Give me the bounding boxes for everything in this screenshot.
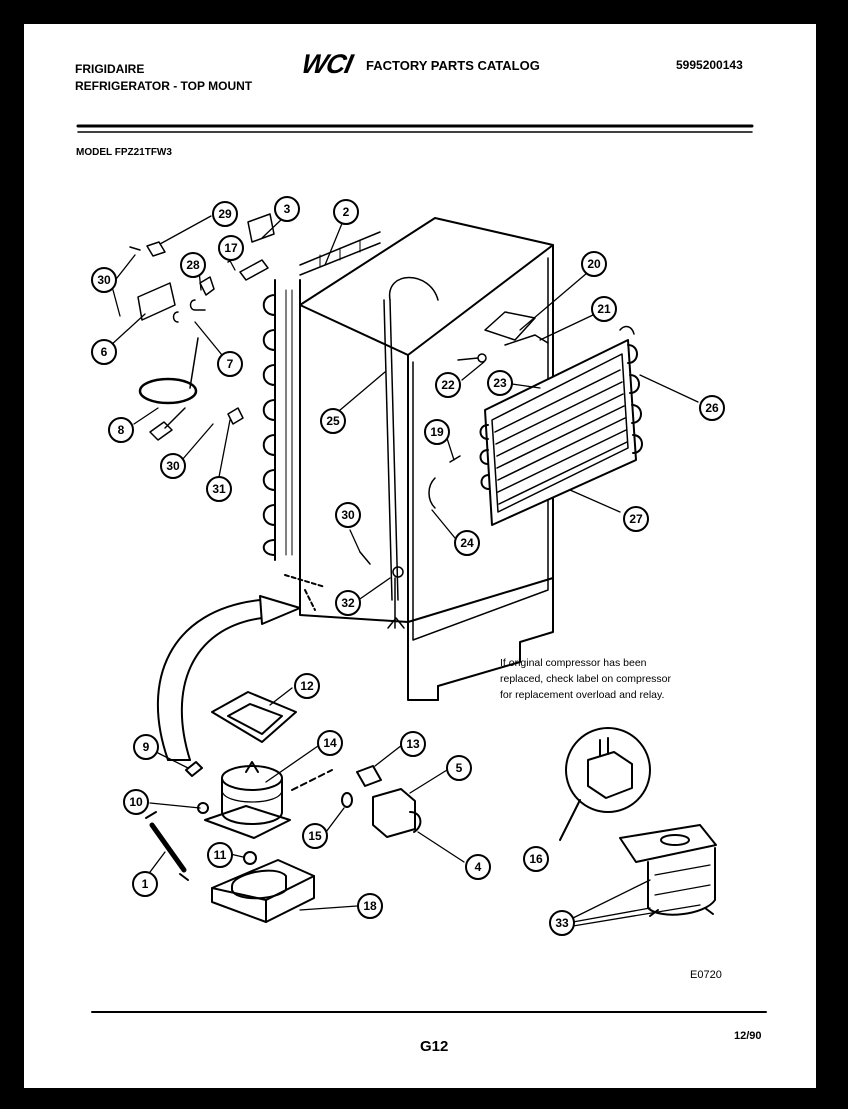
callout-24: 24 [454,530,480,556]
compressor-assembly [145,691,422,923]
callout-number: 33 [555,916,569,930]
figure-code: E0720 [690,969,722,981]
callout-number: 7 [227,357,234,371]
callout-30: 30 [91,267,117,293]
callout-2: 2 [333,199,359,225]
callout-16: 16 [523,846,549,872]
callout-number: 3 [284,202,291,216]
callout-number: 21 [597,302,611,316]
callout-28: 28 [180,252,206,278]
callout-19: 19 [424,419,450,445]
callout-10: 10 [123,789,149,815]
brand-label: FRIGIDAIRE [75,62,145,76]
callout-number: 19 [430,425,444,439]
callout-26: 26 [699,395,725,421]
callout-number: 32 [341,596,355,610]
callout-22: 22 [435,372,461,398]
callout-number: 10 [129,795,143,809]
callout-number: 9 [143,740,150,754]
leader-lines [109,215,701,927]
callout-33: 33 [549,910,575,936]
callout-number: 25 [326,414,340,428]
model-label: MODEL FPZ21TFW3 [76,147,172,158]
callout-30: 30 [335,502,361,528]
callout-29: 29 [212,201,238,227]
small-hardware [129,213,487,629]
callout-32: 32 [335,590,361,616]
callout-17: 17 [218,235,244,261]
callout-number: 17 [224,241,238,255]
callout-14: 14 [317,730,343,756]
callout-number: 30 [341,508,355,522]
callout-number: 16 [529,852,543,866]
callout-18: 18 [357,893,383,919]
callout-8: 8 [108,417,134,443]
callout-31: 31 [206,476,232,502]
callout-number: 31 [212,482,226,496]
callout-number: 23 [493,376,507,390]
callout-21: 21 [591,296,617,322]
callout-number: 14 [323,736,337,750]
refrigerator-cabinet [299,217,554,701]
callout-25: 25 [320,408,346,434]
callout-3: 3 [274,196,300,222]
callout-number: 15 [308,829,322,843]
callout-7: 7 [217,351,243,377]
callout-number: 4 [475,860,482,874]
catalog-number: 5995200143 [676,58,743,72]
compressor-note-line-3: for replacement overload and relay. [500,689,665,701]
callout-number: 5 [456,761,463,775]
callout-number: 18 [363,899,377,913]
evaporator-coil [479,311,643,526]
callout-number: 30 [97,273,111,287]
callout-9: 9 [133,734,159,760]
back-condenser-coil [262,231,381,561]
callout-27: 27 [623,506,649,532]
callout-number: 30 [166,459,180,473]
compressor-note-line-2: replaced, check label on compressor [500,673,672,685]
callout-6: 6 [91,339,117,365]
callout-number: 22 [441,378,455,392]
callout-30: 30 [160,453,186,479]
callout-number: 26 [705,401,719,415]
callout-number: 8 [118,423,125,437]
callout-number: 6 [101,345,108,359]
product-label: REFRIGERATOR - TOP MOUNT [75,79,253,93]
callout-number: 1 [142,877,149,891]
callout-15: 15 [302,823,328,849]
date-label: 12/90 [734,1030,762,1042]
callout-4: 4 [465,854,491,880]
callout-23: 23 [487,370,513,396]
catalog-title: FACTORY PARTS CATALOG [366,58,540,73]
callout-number: 24 [460,536,474,550]
callout-number: 27 [629,512,643,526]
callout-5: 5 [446,755,472,781]
callout-number: 13 [406,737,420,751]
callout-13: 13 [400,731,426,757]
callout-20: 20 [581,251,607,277]
page-number: G12 [420,1038,449,1055]
callout-11: 11 [207,842,233,868]
callout-number: 11 [214,848,227,862]
compressor-note-line-1: If original compressor has been [500,657,647,669]
relay-detail-inset [559,727,717,917]
callout-number: 20 [587,257,601,271]
callout-number: 29 [218,207,232,221]
callout-1: 1 [132,871,158,897]
callout-12: 12 [294,673,320,699]
callout-number: 28 [186,258,200,272]
callout-number: 12 [300,679,314,693]
callout-number: 2 [343,205,350,219]
